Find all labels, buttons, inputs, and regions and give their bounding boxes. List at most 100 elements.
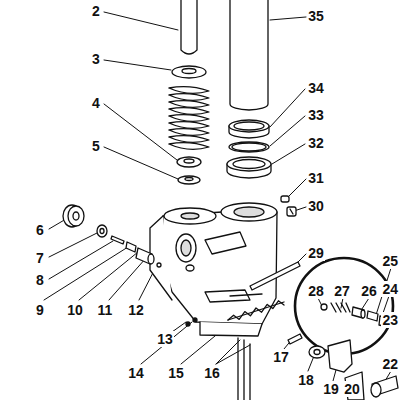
handle-parts [148, 254, 154, 264]
leader-lines [270, 89, 305, 127]
highlight-circle [295, 258, 393, 354]
callout-number: 31 [307, 170, 325, 186]
washer [182, 69, 196, 74]
leader-lines [333, 370, 336, 381]
tube [230, 0, 268, 110]
leader-lines [141, 322, 192, 364]
leader-lines [216, 345, 250, 364]
handle-parts [97, 225, 107, 237]
screw [290, 209, 293, 214]
callout-number: 26 [360, 283, 378, 299]
leader-lines [49, 241, 113, 279]
handle-parts [126, 242, 136, 252]
callout-number: 15 [167, 365, 185, 381]
spring [169, 87, 209, 150]
handle-parts [100, 229, 104, 234]
pump-body [181, 213, 199, 219]
seal-ring [234, 122, 264, 130]
tube [230, 0, 268, 110]
pump-body [234, 207, 264, 217]
callout-number: 33 [307, 107, 325, 123]
leader-lines [308, 356, 314, 371]
callout-number: 10 [66, 302, 84, 318]
leader-lines [270, 116, 305, 146]
leader-lines [104, 12, 178, 30]
leader-lines [104, 147, 178, 179]
callout-number: 2 [91, 3, 101, 19]
washer [172, 66, 206, 184]
washer [185, 178, 193, 181]
callout-number: 14 [127, 365, 145, 381]
callout-number: 17 [272, 349, 290, 365]
highlight-circle [295, 258, 393, 354]
callout-number: 20 [343, 381, 361, 397]
callout-number: 27 [333, 283, 351, 299]
seal-ring [229, 142, 269, 152]
callout-number: 16 [203, 365, 221, 381]
valve-parts [331, 303, 350, 312]
seal-ring [233, 160, 265, 169]
base-parts [314, 350, 320, 355]
spring [169, 129, 209, 136]
callout-number: 29 [307, 245, 325, 261]
pump-body [186, 265, 194, 271]
callout-number: 18 [297, 372, 315, 388]
seal-ring [227, 120, 271, 178]
spring [169, 115, 209, 122]
callout-number: 9 [35, 302, 45, 318]
callout-number: 22 [381, 356, 399, 372]
callout-number: 23 [381, 312, 399, 328]
washer [178, 176, 200, 184]
callout-number: 34 [307, 80, 325, 96]
pump-body [230, 294, 262, 296]
leader-lines [172, 322, 186, 332]
seal-ring [227, 157, 271, 171]
leader-lines [109, 258, 146, 300]
callout-number: 19 [322, 381, 340, 397]
leader-lines [79, 252, 138, 300]
base-parts [372, 376, 398, 396]
pump-body [200, 322, 262, 336]
leader-lines [49, 233, 97, 257]
callout-number: 13 [156, 331, 174, 347]
handle-parts [63, 205, 161, 267]
washer [177, 157, 201, 167]
leader-lines [270, 17, 306, 20]
valve-parts [321, 304, 327, 310]
base-parts [328, 340, 352, 372]
pump-body [164, 208, 216, 224]
spring [169, 136, 209, 143]
pump-body [221, 203, 277, 221]
washer [172, 66, 206, 78]
seal-ring [232, 143, 266, 151]
callout-number: 35 [307, 8, 325, 24]
rod [250, 262, 300, 290]
pump-body [176, 234, 196, 262]
callout-number: 6 [35, 222, 45, 238]
handle-parts [68, 206, 84, 226]
valve-parts [367, 311, 378, 321]
base-parts [288, 334, 302, 344]
callout-number: 11 [97, 302, 114, 318]
spring [169, 108, 209, 115]
spring [169, 101, 209, 108]
base-parts [228, 301, 284, 320]
handle-parts [111, 236, 124, 244]
washer [184, 159, 194, 163]
leader-lines [44, 12, 391, 381]
pump-body [150, 203, 277, 336]
spring [169, 94, 209, 101]
spring [169, 122, 209, 129]
pump-body [163, 212, 277, 324]
valve-parts [352, 307, 364, 318]
base-parts [186, 322, 190, 326]
pin [181, 0, 197, 54]
callout-number: 4 [91, 95, 101, 111]
spring [169, 87, 209, 94]
valve-parts [321, 303, 390, 327]
callout-number: 30 [307, 198, 325, 214]
leader-lines [216, 340, 240, 364]
valve-parts [361, 310, 365, 318]
callout-number: 12 [127, 302, 145, 318]
